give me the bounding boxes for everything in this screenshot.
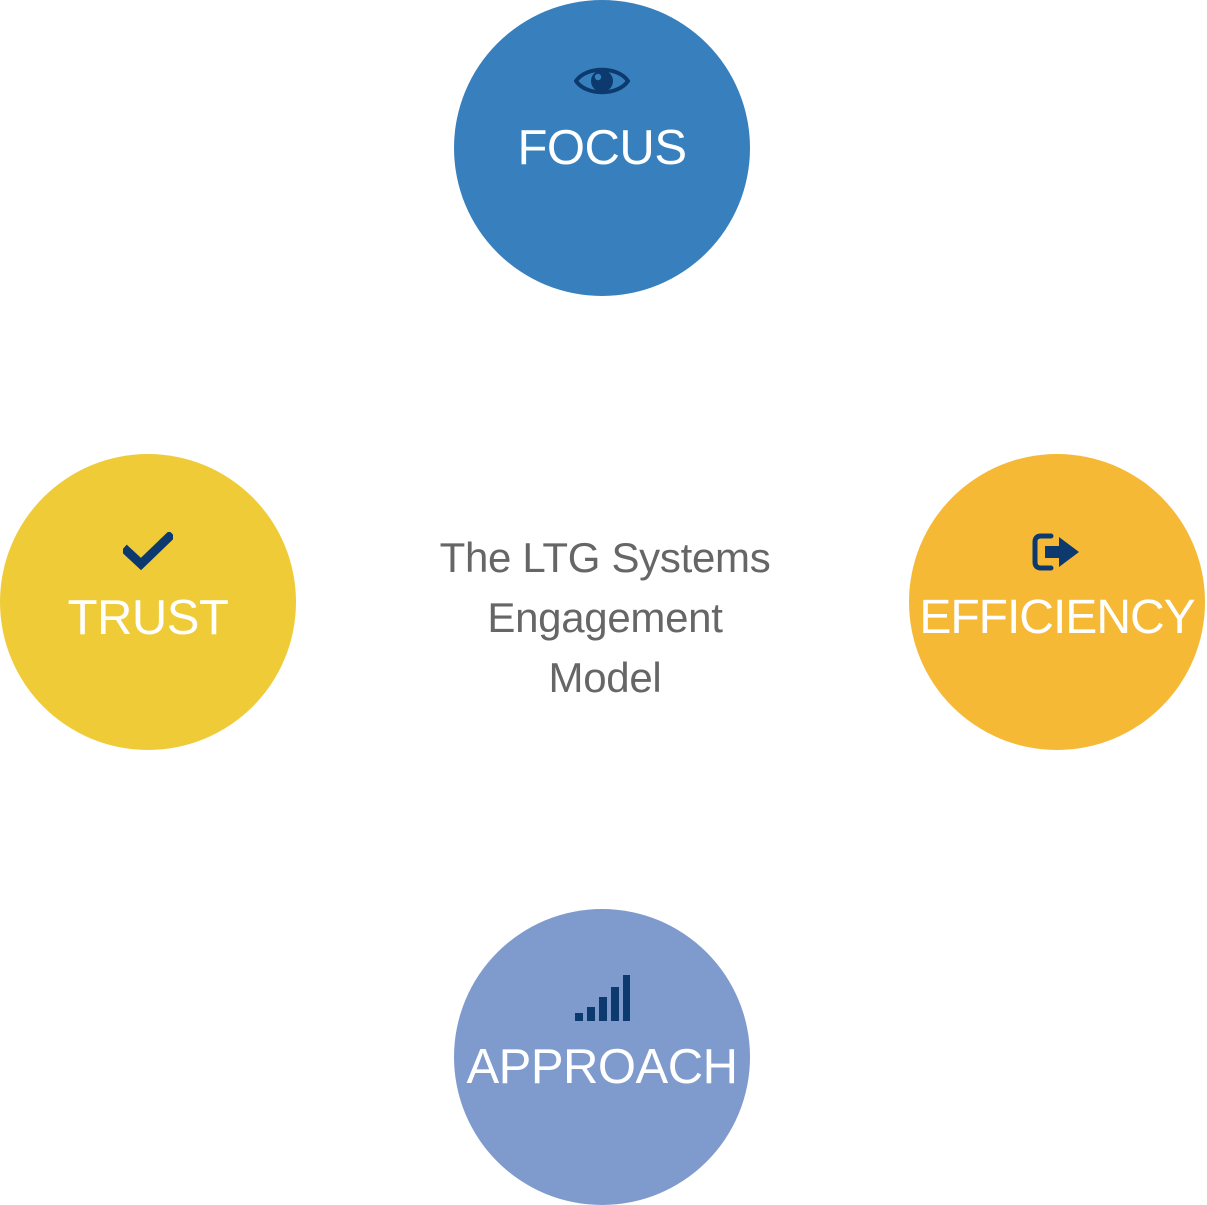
focus-circle: FOCUS [454,0,750,296]
trust-label: TRUST [67,591,229,645]
checkmark-icon [123,532,173,570]
approach-circle: APPROACH [454,909,750,1205]
efficiency-label: EFFICIENCY [919,591,1195,644]
diagram-title-line-3: Model [548,654,662,701]
efficiency-circle: EFFICIENCY [909,454,1205,750]
diagram-title-line-1: The LTG Systems [439,534,771,581]
approach-label: APPROACH [466,1040,738,1094]
signal-bars-icon [575,975,630,1021]
focus-label: FOCUS [517,121,688,175]
eye-icon [574,67,630,95]
trust-circle: TRUST [0,454,296,750]
sign-out-arrow-icon [1032,533,1079,571]
diagram-title: The LTG Systems Engagement Model [380,528,830,708]
diagram-title-line-2: Engagement [487,594,723,641]
